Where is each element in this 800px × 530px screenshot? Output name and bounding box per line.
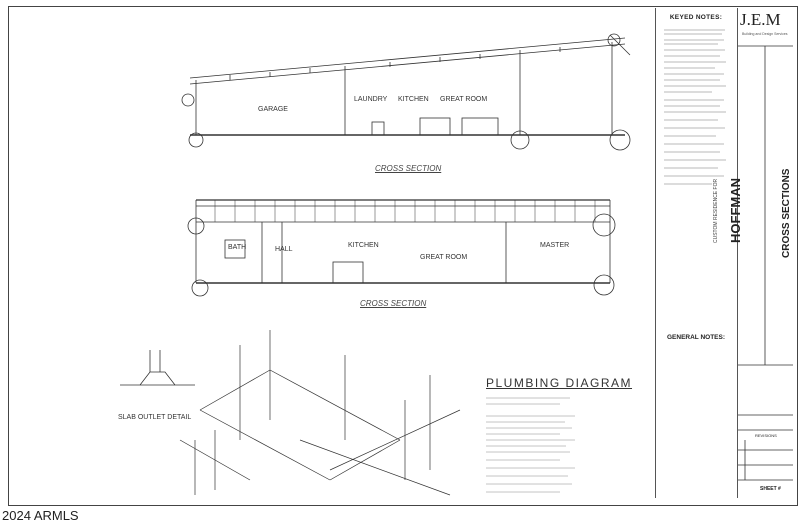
- keyed-notes-panel: KEYED NOTES: GENERAL NOTES:: [655, 8, 736, 498]
- project-subtitle: CUSTOM RESIDENCE FOR: [713, 178, 719, 243]
- keyed-notes-title: KEYED NOTES:: [669, 14, 723, 21]
- firm-lines: Building and Design Services: [742, 32, 788, 36]
- detail-title: SLAB OUTLET DETAIL: [118, 414, 192, 421]
- drawing-sheet: [8, 6, 798, 506]
- room-label: LAUNDRY: [354, 96, 388, 103]
- room-label: GARAGE: [258, 106, 288, 113]
- sheet-title: CROSS SECTIONS: [781, 168, 792, 258]
- general-notes-title: GENERAL NOTES:: [666, 334, 726, 341]
- room-label: KITCHEN: [348, 242, 379, 249]
- cross-section-2-title: CROSS SECTION: [360, 299, 427, 308]
- cross-section-title: CROSS SECTION: [375, 164, 442, 173]
- room-label: GREAT ROOM: [440, 96, 488, 103]
- firm-logo: J.E.M: [740, 10, 781, 29]
- plumbing-title: PLUMBING DIAGRAM: [486, 376, 633, 390]
- room-label: KITCHEN: [398, 96, 429, 103]
- room-label: MASTER: [540, 242, 570, 249]
- project-name: HOFFMAN: [728, 178, 743, 243]
- revisions-label: REVISIONS: [755, 433, 777, 438]
- room-label: BATH: [228, 244, 247, 251]
- title-block: J.E.M Building and Design Services: [737, 8, 794, 498]
- copyright-footer: 2024 ARMLS: [2, 508, 79, 523]
- sheet-number-label: SHEET #: [760, 486, 781, 492]
- room-label: HALL: [275, 246, 293, 253]
- room-label: GREAT ROOM: [420, 254, 468, 261]
